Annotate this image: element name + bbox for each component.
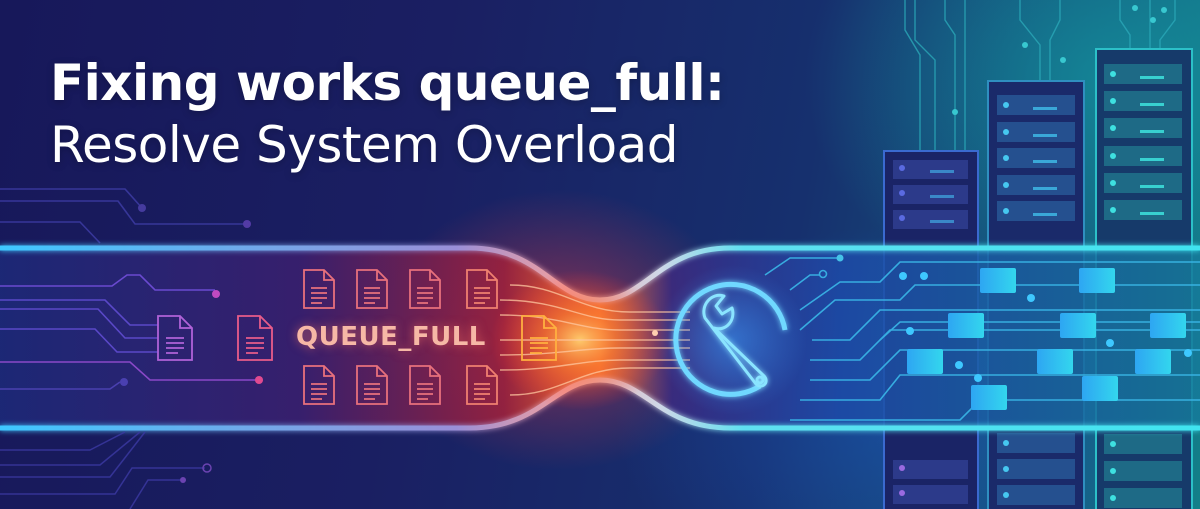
circuit-trace-icon <box>0 431 212 509</box>
page-title: Fixing works queue_full: Resolve System … <box>50 52 725 176</box>
circuit-trace-icon <box>0 274 263 390</box>
queue-pipe <box>0 245 1200 431</box>
wrench-icon <box>657 265 807 415</box>
document-list-icon <box>157 315 193 361</box>
document-list-icon <box>466 269 498 309</box>
document-list-icon <box>521 315 557 361</box>
document-list-icon <box>466 365 498 405</box>
document-list-icon <box>409 269 441 309</box>
title-line-primary: Fixing works queue_full: <box>50 54 725 112</box>
document-list-icon <box>303 269 335 309</box>
document-list-icon <box>237 315 273 361</box>
document-list-icon <box>356 365 388 405</box>
document-list-icon <box>356 269 388 309</box>
data-blocks <box>907 268 1186 410</box>
document-icons <box>157 269 557 405</box>
document-list-icon <box>303 365 335 405</box>
circuit-trace-icon <box>0 188 251 244</box>
title-line-secondary: Resolve System Overload <box>50 116 679 174</box>
document-list-icon <box>409 365 441 405</box>
queue-full-label: QUEUE_FULL <box>296 322 486 352</box>
